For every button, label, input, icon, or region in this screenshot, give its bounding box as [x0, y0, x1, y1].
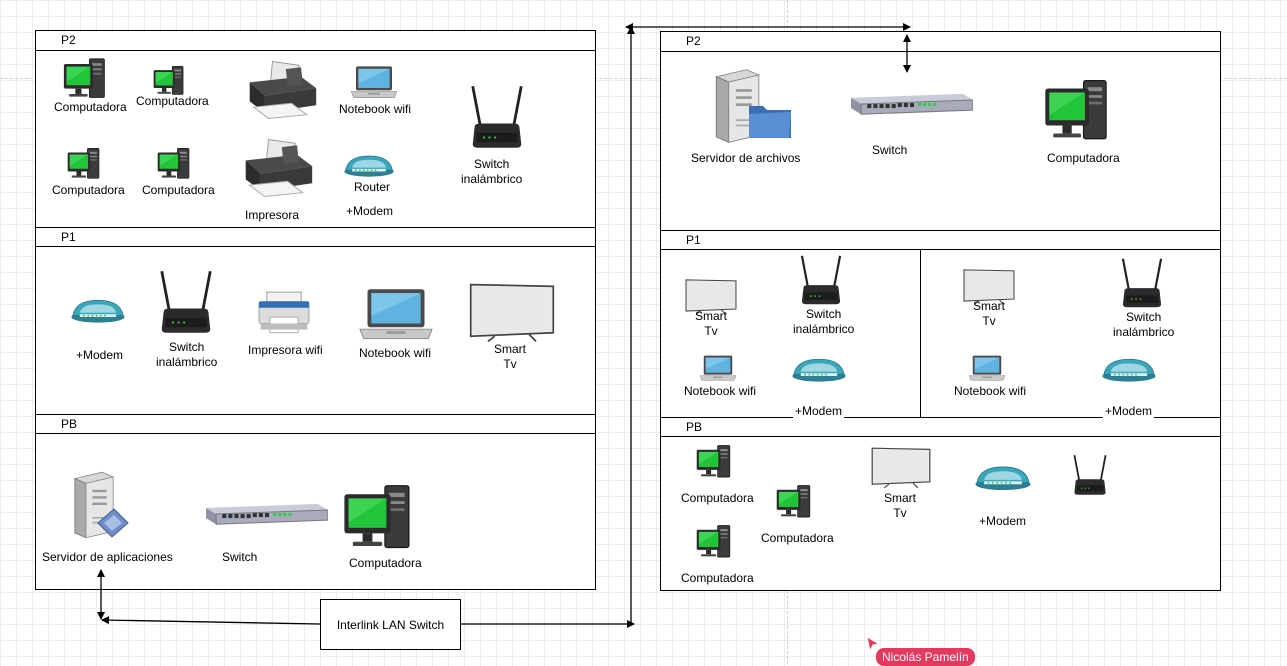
app-server-label: Servidor de aplicaciones	[42, 550, 173, 564]
wireless-switch-label-line2: inalámbrico	[1113, 325, 1175, 339]
interlink-switch-label: Interlink LAN Switch	[336, 617, 445, 632]
file-server-label: Servidor de archivos	[691, 151, 801, 165]
left-p1-title: P1	[61, 230, 76, 244]
smart-tv-label-line1: Smart	[695, 309, 728, 323]
right-p1-header: P1	[661, 230, 1220, 250]
smart-tv-label-line2: Tv	[982, 314, 996, 328]
wireless-switch-label-line2: inalámbrico	[461, 172, 523, 186]
wireless-switch-label-line1: Switch	[806, 307, 842, 321]
wireless-switch-label-line2: inalámbrico	[156, 355, 218, 369]
router-label: Router	[354, 180, 391, 194]
smart-tv-label-line2: Tv	[704, 324, 718, 338]
smart-tv-label: Smart Tv	[494, 342, 526, 372]
right-pb-header: PB	[661, 417, 1220, 437]
wireless-switch-label-line1: Switch	[169, 340, 205, 354]
switch-label: Switch	[872, 143, 908, 157]
left-p1-header: P1	[36, 227, 595, 247]
left-pb-header: PB	[36, 414, 595, 434]
smart-tv-label-line1: Smart	[884, 491, 917, 505]
wireless-switch-label-line1: Switch	[1126, 310, 1162, 324]
app-server-badge-icon	[97, 508, 129, 538]
notebook-label: Notebook wifi	[954, 384, 1027, 398]
left-p2-header: P2	[36, 31, 595, 51]
modem-label: +Modem	[1103, 404, 1155, 419]
computer-label: Computadora	[54, 100, 127, 114]
wireless-switch-label: Switch inalámbrico	[793, 307, 854, 337]
wireless-switch-label-line1: Switch	[474, 157, 510, 171]
computer-label: Computadora	[52, 183, 125, 197]
room-divider	[920, 249, 921, 417]
notebook-label: Notebook wifi	[684, 384, 757, 398]
right-building[interactable]: P2 P1 PB Servidor de archivos Switch Com…	[660, 31, 1221, 591]
wifi-printer-label: Impresora wifi	[248, 343, 323, 357]
computer-label: Computadora	[1047, 151, 1120, 165]
smart-tv-label-line1: Smart	[494, 342, 527, 356]
right-pb-title: PB	[686, 420, 703, 434]
computer-label: Computadora	[142, 183, 215, 197]
computer-label: Computadora	[136, 94, 209, 108]
link-bottom-to-interlink[interactable]	[101, 616, 321, 625]
notebook-label: Notebook wifi	[359, 346, 432, 360]
right-p1-title: P1	[686, 233, 701, 247]
wireless-switch-label-line2: inalámbrico	[793, 322, 855, 336]
left-building[interactable]: P2 P1 PB Computadora Computadora Computa…	[35, 30, 596, 590]
collaborator-cursor-icon	[866, 636, 880, 652]
smart-tv-label-line1: Smart	[973, 299, 1006, 313]
computer-label: Computadora	[681, 491, 754, 505]
left-pb-title: PB	[61, 417, 78, 431]
wireless-switch-label: Switch inalámbrico	[461, 157, 522, 187]
modem-label: +Modem	[793, 404, 845, 419]
switch-label: Switch	[222, 550, 258, 564]
right-p2-title: P2	[686, 34, 701, 48]
notebook-label: Notebook wifi	[339, 102, 412, 116]
computer-label: Computadora	[349, 556, 422, 570]
left-p2-title: P2	[61, 33, 76, 47]
canvas-guide-horizontal	[0, 78, 1287, 79]
smart-tv-label: Smart Tv	[884, 491, 916, 521]
modem-label: +Modem	[346, 204, 394, 218]
folder-icon	[749, 106, 791, 138]
smart-tv-label-line2: Tv	[893, 506, 907, 520]
computer-label: Computadora	[681, 571, 754, 585]
smart-tv-label: Smart Tv	[695, 309, 727, 339]
collaborator-badge: Nicolás Pamelín	[876, 648, 975, 666]
smart-tv-label-line2: Tv	[503, 357, 517, 371]
modem-label: +Modem	[979, 514, 1027, 528]
printer-label: Impresora	[245, 208, 300, 222]
smart-tv-label: Smart Tv	[973, 299, 1005, 329]
interlink-switch-box[interactable]: Interlink LAN Switch	[320, 599, 461, 650]
computer-label: Computadora	[761, 531, 834, 545]
modem-label: +Modem	[76, 348, 124, 362]
wireless-switch-label: Switch inalámbrico	[1113, 310, 1174, 340]
wireless-switch-label: Switch inalámbrico	[156, 340, 217, 370]
right-p2-header: P2	[661, 32, 1220, 52]
